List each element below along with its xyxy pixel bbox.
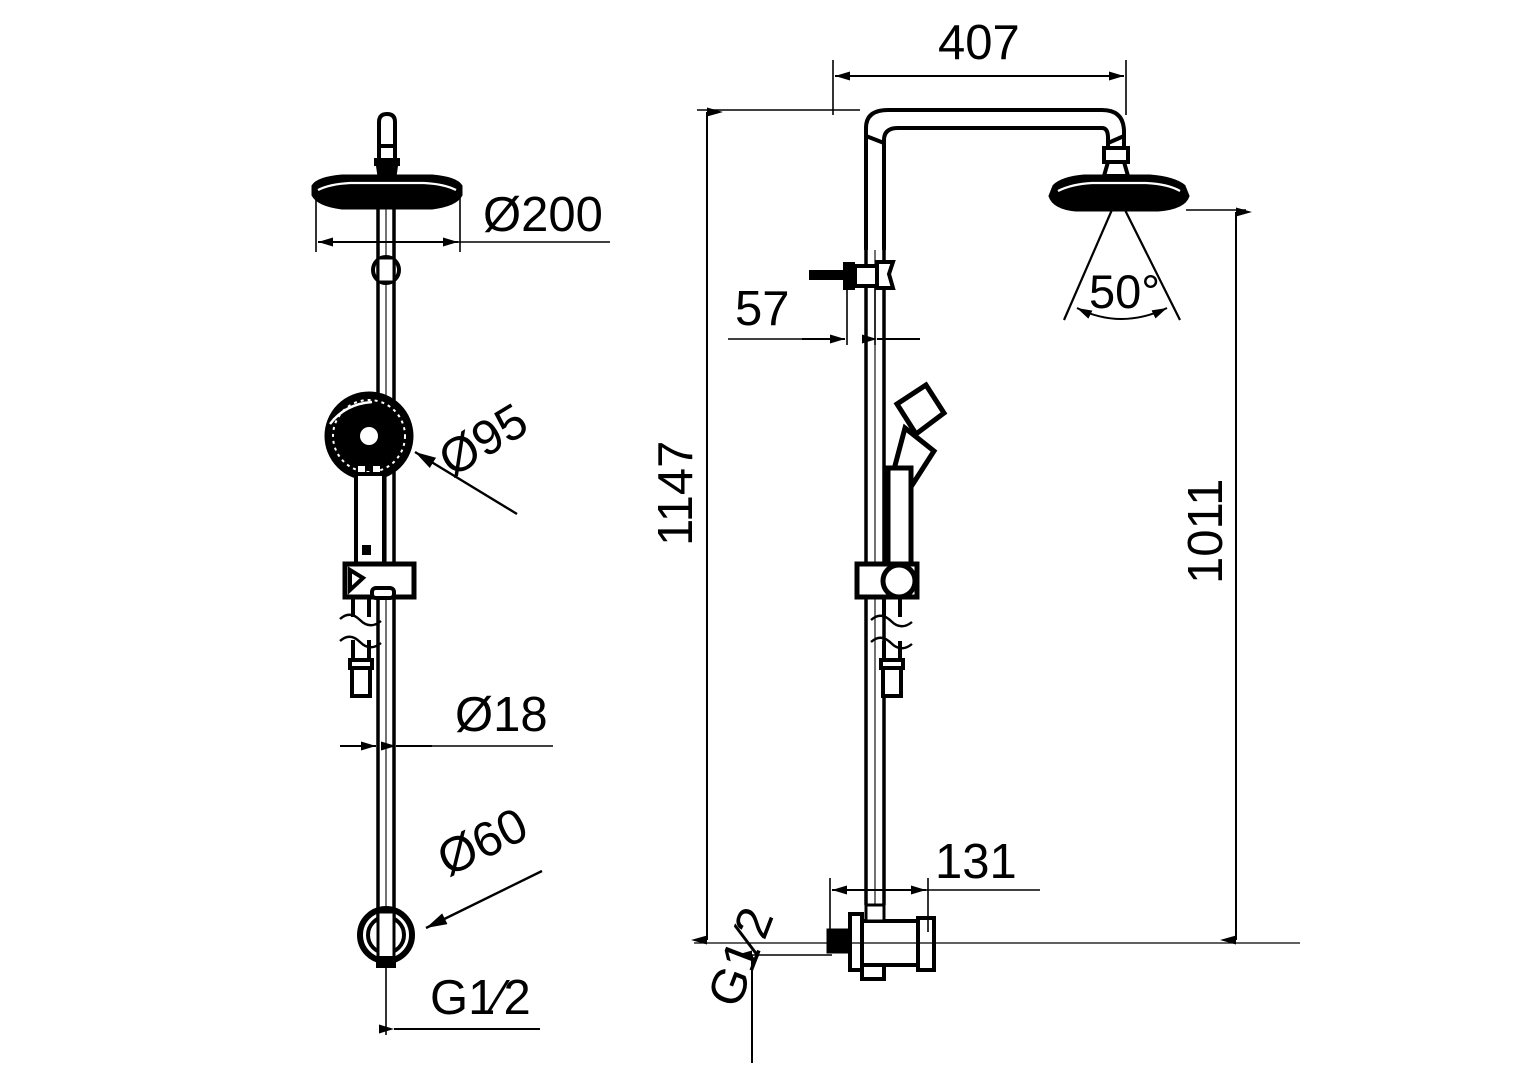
dim-label-front-inlet-thread: G1⁄2: [430, 971, 531, 1025]
dim-side-mixer-depth: [829, 878, 1040, 932]
dim-side-handle-offset: [728, 280, 920, 345]
dim-label-head-diameter: Ø200: [483, 188, 603, 242]
side-view: 50°: [649, 16, 1300, 1063]
dim-label-head-height: 1011: [1179, 479, 1233, 584]
front-handle-button: [362, 545, 371, 555]
side-hose-break-lines: [870, 614, 913, 650]
front-mixer-body: [357, 906, 415, 968]
front-hose-end-fitting: [348, 658, 374, 698]
side-spray-cone: [1062, 195, 1181, 321]
dim-label-arm-projection: 407: [938, 16, 1020, 70]
front-view: Ø200 Ø95 Ø18 Ø60 G1⁄2: [311, 111, 610, 1035]
side-holder-bracket: [854, 561, 920, 600]
front-rain-shower-head: [311, 174, 463, 210]
front-shower-hose: [351, 596, 371, 660]
dim-label-mixer-diameter: Ø60: [429, 798, 536, 887]
dim-label-handle-offset: 57: [735, 282, 790, 336]
front-holder-bracket: [342, 561, 417, 600]
front-ring-inner: [376, 256, 396, 284]
dim-side-head-height: [1186, 207, 1252, 945]
dim-label-spray-angle: 50°: [1089, 265, 1160, 318]
side-hand-shower-handle: [885, 465, 914, 575]
side-diverter-handle: [809, 260, 896, 290]
dim-label-tube-diameter: Ø18: [455, 688, 548, 742]
side-hose-end-fitting: [879, 658, 905, 698]
dim-side-overall-height: [691, 107, 860, 945]
dim-side-arm-projection: [832, 60, 1127, 115]
dim-label-mixer-depth: 131: [935, 835, 1017, 889]
side-shower-arm: [864, 108, 1126, 250]
dim-side-inlet-thread: [736, 950, 832, 1063]
front-top-arm-stub: [377, 111, 397, 162]
dim-front-hand-shower-diameter: [414, 450, 518, 516]
dim-front-head-diameter: [315, 196, 610, 252]
dim-front-mixer-diameter: [425, 869, 543, 930]
front-hose-break-lines: [339, 613, 382, 649]
side-spray-angle-arc: [1076, 307, 1168, 320]
dim-label-overall-height: 1147: [649, 441, 703, 546]
dim-label-side-inlet-thread: G1⁄2: [698, 900, 785, 1013]
side-shower-hose: [882, 596, 902, 660]
front-hand-shower-head: [324, 391, 414, 481]
side-mixer-body: [826, 903, 936, 981]
side-rain-shower-head: [1048, 174, 1190, 212]
dim-label-hand-shower-diameter: Ø95: [430, 393, 537, 487]
